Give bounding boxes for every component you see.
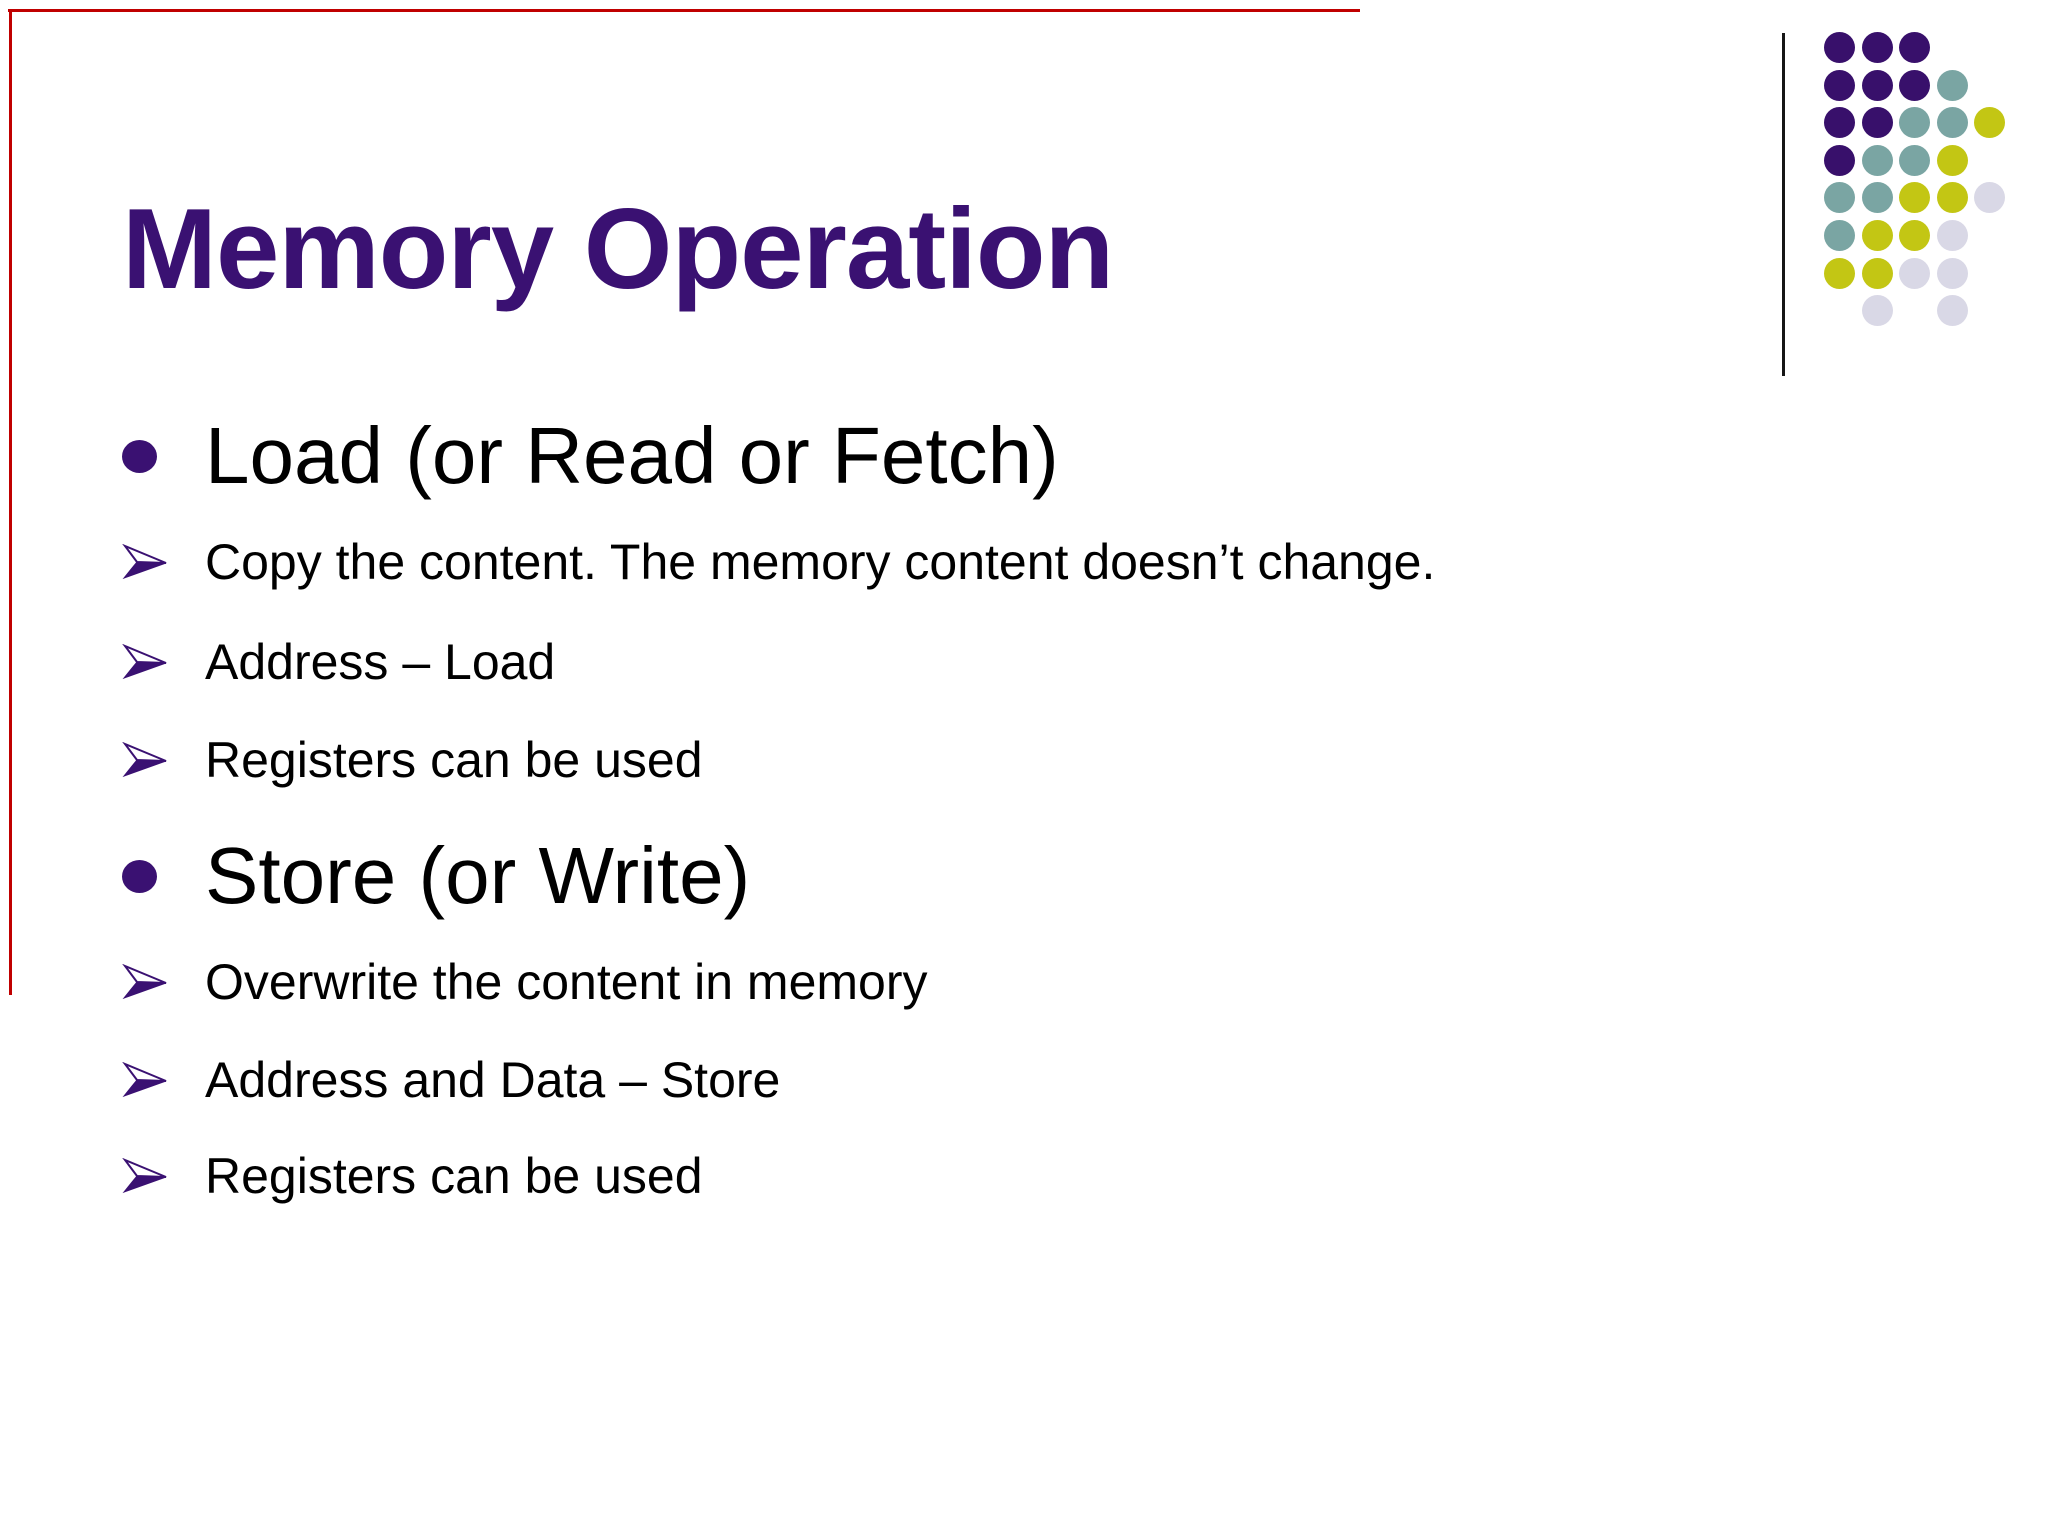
left-accent-rule (9, 9, 12, 995)
decorative-dot (1899, 257, 1931, 289)
decorative-dot (1899, 107, 1931, 139)
decorative-dot (1861, 32, 1893, 63)
bullet-item: Load (or Read or Fetch) (122, 406, 1059, 506)
bullet-text: Copy the content. The memory content doe… (205, 534, 1436, 590)
arrow-bullet (122, 1158, 205, 1194)
decorative-dot (1861, 182, 1893, 214)
decorative-dot (1936, 295, 1968, 327)
decorative-dot (1936, 182, 1968, 214)
decorative-dot (1861, 220, 1893, 251)
decorative-dot (1974, 182, 2006, 214)
arrow-bullet-icon (122, 644, 167, 680)
circle-bullet-icon (122, 439, 157, 473)
bullet-text: Address and Data – Store (205, 1052, 781, 1108)
bullet-item: Registers can be used (122, 1136, 703, 1216)
decorative-dot (1899, 182, 1931, 214)
vertical-divider-rule (1782, 33, 1785, 376)
circle-bullet (122, 439, 205, 473)
arrow-bullet (122, 1062, 205, 1098)
bullet-text: Overwrite the content in memory (205, 954, 928, 1010)
decorative-dot (1936, 144, 1968, 176)
decorative-dot (1824, 220, 1855, 251)
decorative-dot (1824, 144, 1855, 176)
decorative-dot (1824, 182, 1855, 214)
decorative-dot (1861, 69, 1893, 101)
bullet-item: Overwrite the content in memory (122, 942, 928, 1022)
arrow-bullet-icon (122, 742, 167, 778)
decorative-dot (1861, 107, 1893, 139)
bullet-item: Copy the content. The memory content doe… (122, 522, 1435, 602)
decorative-dot (1899, 220, 1931, 251)
decorative-dot (1936, 257, 1968, 289)
decorative-dot (1974, 107, 2006, 139)
circle-bullet (122, 859, 205, 893)
decorative-dot (1899, 144, 1931, 176)
arrow-bullet (122, 964, 205, 1000)
decorative-dot (1861, 144, 1893, 176)
bullet-text: Registers can be used (205, 732, 703, 788)
arrow-bullet-icon (122, 544, 167, 580)
bullet-text: Address – Load (205, 634, 556, 690)
decorative-dot (1824, 257, 1855, 289)
bullet-text: Store (or Write) (205, 831, 751, 920)
decorative-dot (1824, 107, 1855, 139)
arrow-bullet-icon (122, 964, 167, 1000)
bullet-text: Load (or Read or Fetch) (205, 411, 1059, 500)
decorative-dot (1861, 257, 1893, 289)
circle-bullet-icon (122, 859, 157, 893)
decorative-dot (1936, 69, 1968, 101)
slide-title: Memory Operation (122, 186, 1114, 313)
decorative-dot (1899, 32, 1931, 63)
arrow-bullet (122, 742, 205, 778)
bullet-item: Address – Load (122, 622, 555, 702)
bullet-item: Store (or Write) (122, 826, 750, 926)
top-accent-rule (8, 9, 1360, 12)
bullet-item: Address and Data – Store (122, 1040, 780, 1120)
bullet-text: Registers can be used (205, 1148, 703, 1204)
decorative-dot (1824, 69, 1855, 101)
decorative-dot (1824, 32, 1855, 63)
arrow-bullet (122, 544, 205, 580)
arrow-bullet-icon (122, 1062, 167, 1098)
decorative-dot (1936, 220, 1968, 251)
arrow-bullet (122, 644, 205, 680)
decorative-dot (1936, 107, 1968, 139)
bullet-item: Registers can be used (122, 720, 703, 800)
arrow-bullet-icon (122, 1158, 167, 1194)
decorative-dot (1861, 295, 1893, 327)
decorative-dot (1899, 69, 1931, 101)
